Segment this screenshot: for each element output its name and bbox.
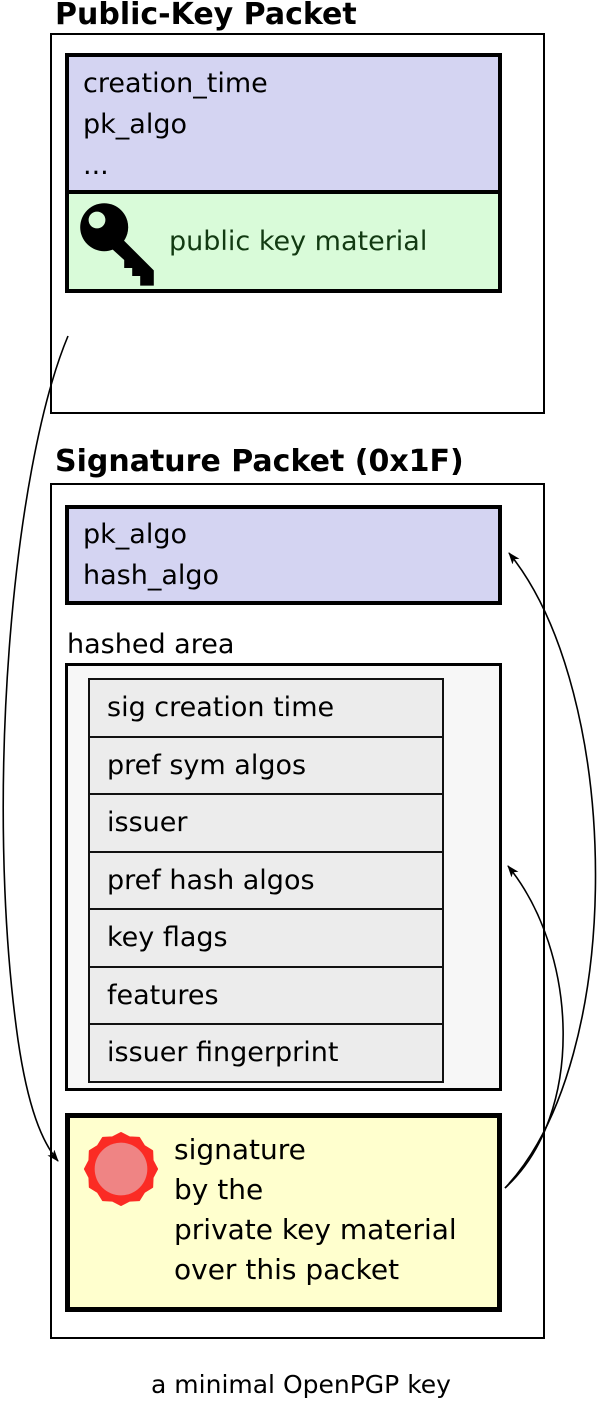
subpacket-issuer: issuer	[90, 795, 442, 853]
signature-description: signature by the private key material ov…	[174, 1130, 457, 1290]
subpacket-pref-sym-algos: pref sym algos	[90, 737, 442, 795]
field-sig-pk-algo: pk_algo	[83, 519, 187, 550]
subpacket-issuer-fingerprint: issuer fingerprint	[90, 1025, 442, 1081]
subpacket-pref-hash-algos: pref hash algos	[90, 852, 442, 910]
hashed-area-box: sig creation time pref sym algos issuer …	[65, 663, 502, 1091]
signature-packet-title: Signature Packet (0x1F)	[55, 444, 464, 479]
key-icon	[80, 203, 154, 286]
field-hash-algo: hash_algo	[83, 560, 220, 591]
public-key-material-box: public key material	[69, 190, 498, 289]
signature-line-2: by the	[174, 1173, 264, 1206]
field-creation-time: creation_time	[83, 68, 268, 99]
subpacket-key-flags: key flags	[90, 910, 442, 968]
signature-line-4: over this packet	[174, 1253, 400, 1286]
signature-seal-icon	[83, 1131, 159, 1207]
public-key-header-box: creation_time pk_algo ... public key mat…	[65, 53, 502, 293]
subpacket-list: sig creation time pref sym algos issuer …	[88, 678, 444, 1083]
subpacket-sig-creation-time: sig creation time	[90, 680, 442, 738]
field-pk-algo: pk_algo	[83, 109, 187, 140]
hashed-area-label: hashed area	[67, 629, 235, 660]
public-key-material-label: public key material	[169, 226, 428, 257]
field-ellipsis: ...	[83, 150, 109, 181]
public-key-packet-title: Public-Key Packet	[55, 0, 357, 32]
signature-line-3: private key material	[174, 1213, 457, 1246]
signature-line-1: signature	[174, 1133, 306, 1166]
subpacket-features: features	[90, 967, 442, 1025]
diagram-caption: a minimal OpenPGP key	[151, 1370, 451, 1399]
signature-algo-box: pk_algo hash_algo	[65, 505, 502, 605]
signature-value-box: signature by the private key material ov…	[65, 1113, 502, 1312]
